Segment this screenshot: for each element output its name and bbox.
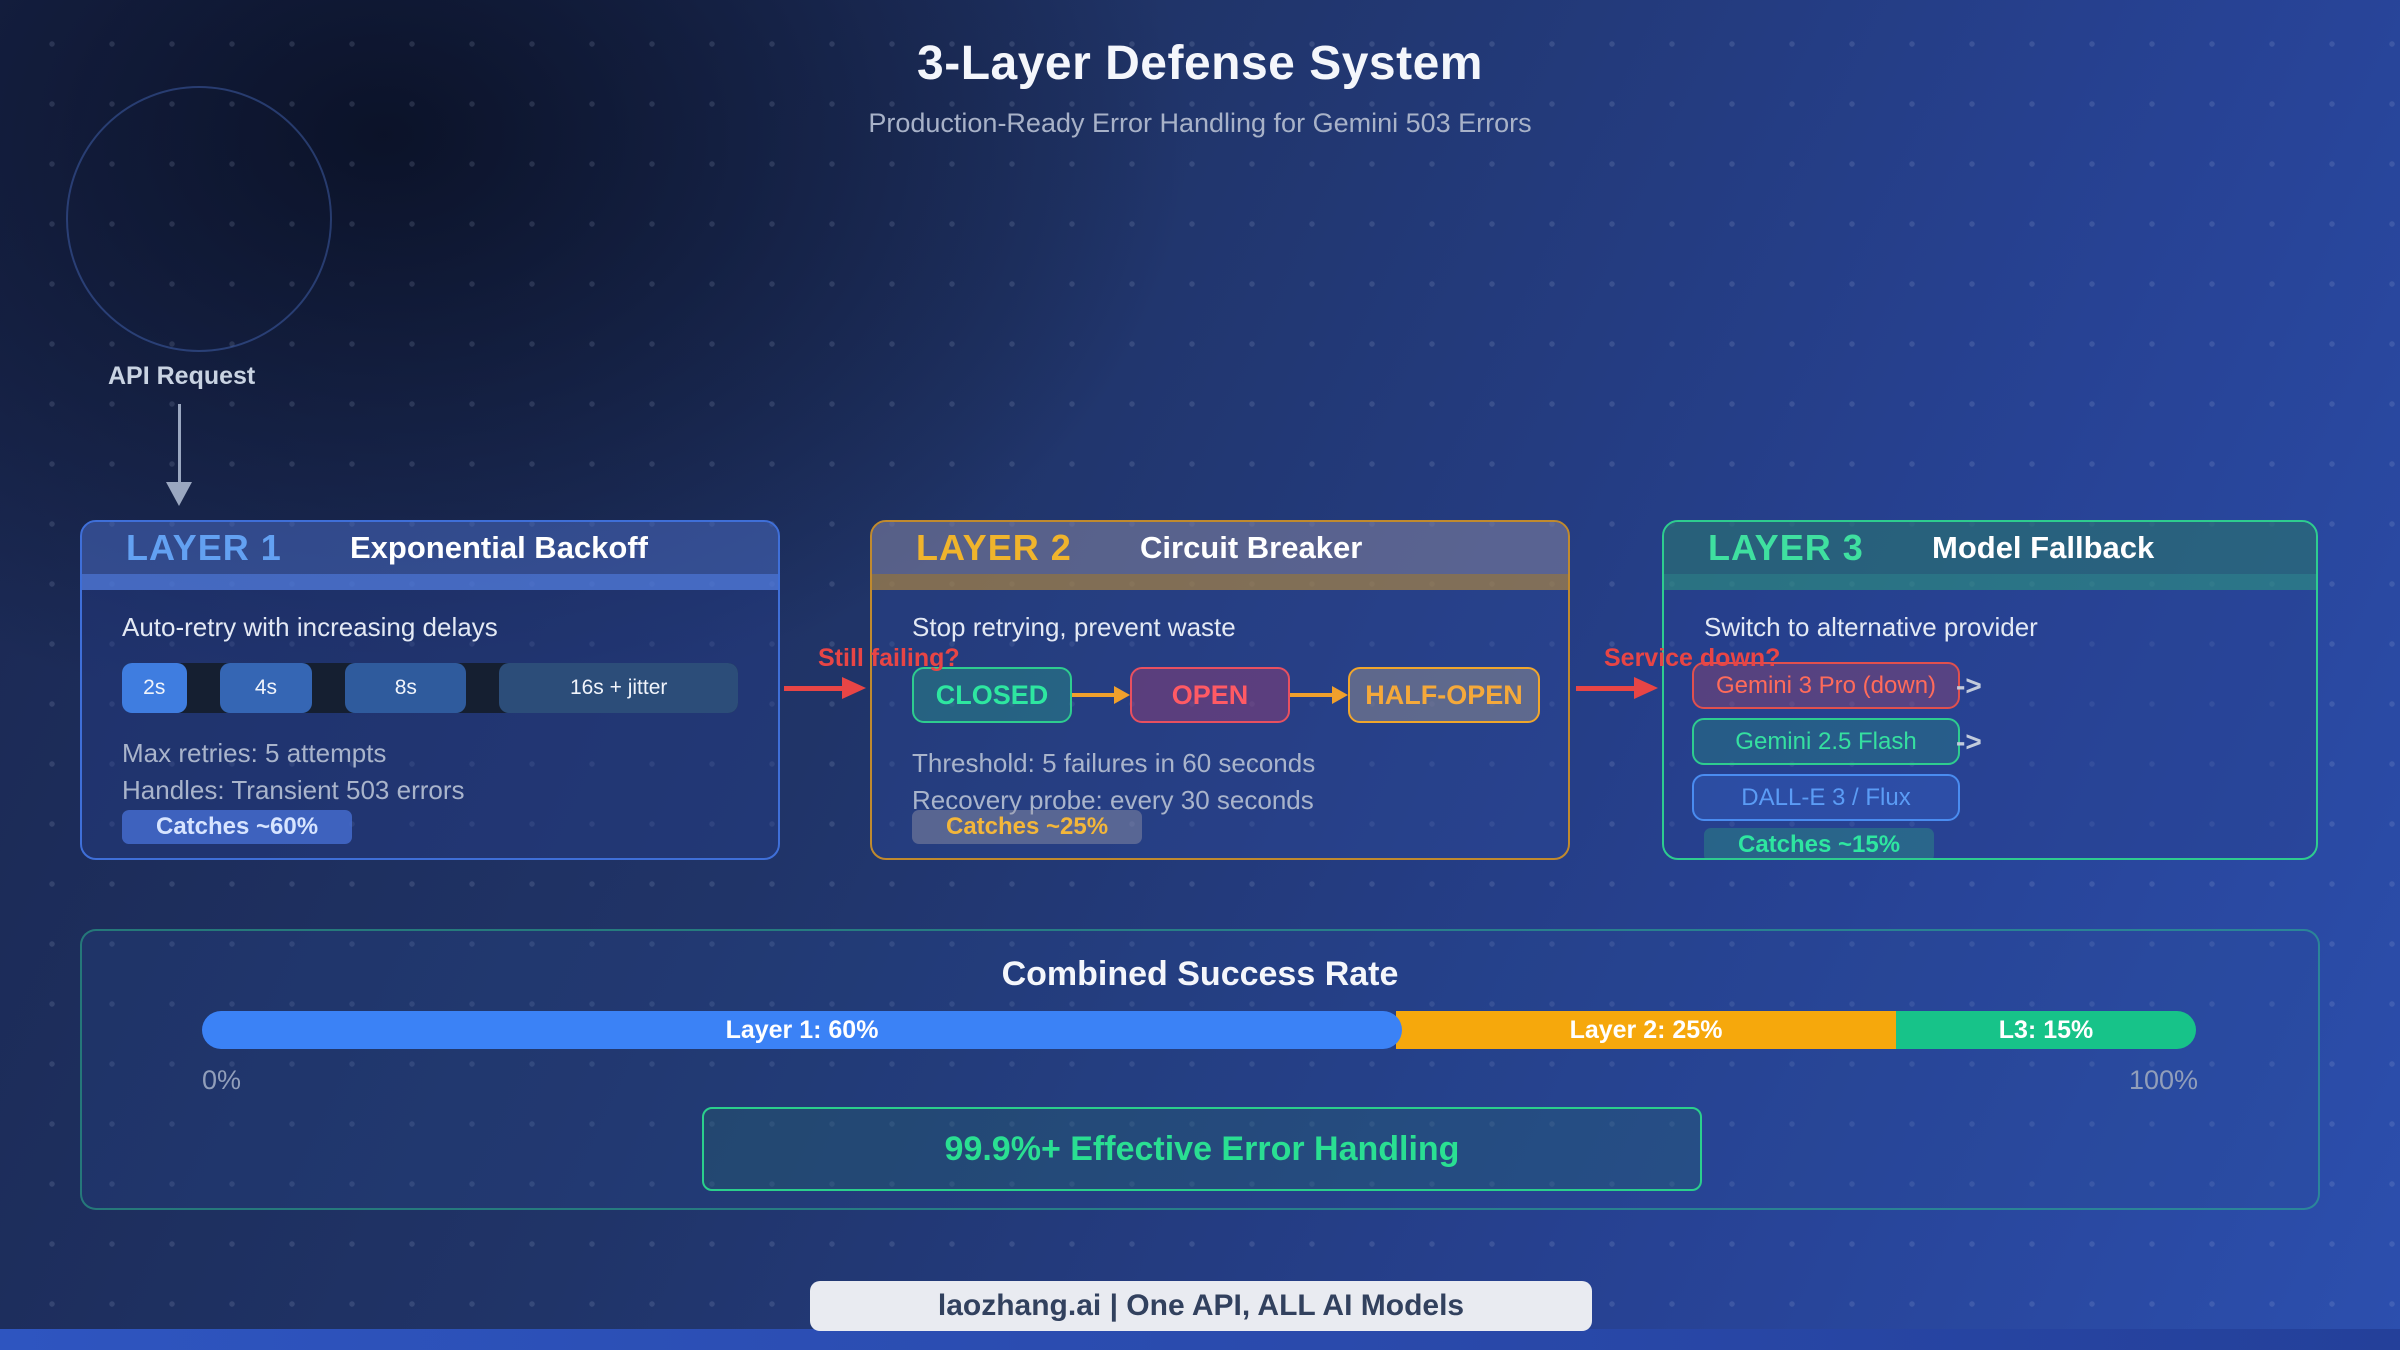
timeline-segment: 4s xyxy=(219,663,313,713)
layer3-description: Switch to alternative provider xyxy=(1704,612,2038,642)
layer1-header: LAYER 1 Exponential Backoff xyxy=(82,522,778,574)
api-request-label: API Request xyxy=(108,362,256,390)
fallback-list: Gemini 3 Pro (down) Gemini 2.5 Flash DAL… xyxy=(1692,662,1960,830)
arrow-head xyxy=(1332,686,1348,704)
fallback-gemini3pro: Gemini 3 Pro (down) xyxy=(1692,662,1960,709)
success-panel-title: Combined Success Rate xyxy=(1001,955,1399,993)
timeline-segment: 2s xyxy=(122,663,187,713)
layer2-details: Threshold: 5 failures in 60 seconds Reco… xyxy=(912,745,1528,819)
layer2-description: Stop retrying, prevent waste xyxy=(912,612,1236,642)
layer1-card: LAYER 1 Exponential Backoff Auto-retry w… xyxy=(80,520,780,860)
arrow-line xyxy=(1072,693,1114,697)
layer3-name: LAYER 3 xyxy=(1708,527,1864,568)
arrow-head xyxy=(842,677,866,699)
arrow-right-icon xyxy=(1290,686,1348,704)
layer2-card: LAYER 2 Circuit Breaker Stop retrying, p… xyxy=(870,520,1570,860)
layer3-accent-strip xyxy=(1664,574,2316,590)
fallback-dalle3-flux: DALL-E 3 / Flux xyxy=(1692,774,1960,821)
detail-line: Threshold: 5 failures in 60 seconds xyxy=(912,748,1316,778)
arrow-line xyxy=(1576,685,1634,691)
success-rate-bar: Layer 1: 60% Layer 2: 25% L3: 15% xyxy=(202,1011,2202,1049)
layer1-details: Max retries: 5 attempts Handles: Transie… xyxy=(122,735,738,809)
layer1-description: Auto-retry with increasing delays xyxy=(122,612,498,642)
state-open: OPEN xyxy=(1130,667,1290,723)
state-closed: CLOSED xyxy=(912,667,1072,723)
fallback-gemini25flash: Gemini 2.5 Flash xyxy=(1692,718,1960,765)
detail-line: Handles: Transient 503 errors xyxy=(122,775,465,805)
timeline-segment: 8s xyxy=(345,663,467,713)
layer3-title: Model Fallback xyxy=(1932,530,2155,565)
layer2-accent-strip xyxy=(872,574,1568,590)
bar-segment-layer1: Layer 1: 60% xyxy=(202,1011,1402,1049)
decorative-circle xyxy=(66,86,332,352)
page-title: 3-Layer Defense System xyxy=(917,37,1483,90)
arrow-right-icon xyxy=(1072,686,1130,704)
brand-footer: laozhang.ai | One API, ALL AI Models xyxy=(810,1281,1592,1331)
detail-line: Recovery probe: every 30 seconds xyxy=(912,785,1314,815)
layer3-card: LAYER 3 Model Fallback Switch to alterna… xyxy=(1662,520,2318,860)
effective-handling-box: 99.9%+ Effective Error Handling xyxy=(702,1107,1702,1191)
service-down-label: Service down? xyxy=(1604,644,1781,672)
backoff-timeline: 2s 4s 8s 16s + jitter xyxy=(122,663,738,713)
timeline-segment: 16s + jitter xyxy=(499,663,738,713)
arrow-line xyxy=(1290,693,1332,697)
api-request-arrow xyxy=(178,404,181,482)
scale-min-label: 0% xyxy=(202,1065,242,1095)
layer2-catch-badge: Catches ~25% xyxy=(912,810,1143,844)
layer1-name: LAYER 1 xyxy=(126,527,282,568)
arrow-down-icon xyxy=(166,482,192,506)
still-failing-label: Still failing? xyxy=(818,644,960,672)
scale-max-label: 100% xyxy=(2128,1065,2198,1095)
arrow-right-icon xyxy=(1576,677,1658,699)
circuit-breaker-states: CLOSED OPEN HALF-OPEN xyxy=(912,667,1540,723)
layer1-accent-strip xyxy=(82,574,778,590)
layer2-title: Circuit Breaker xyxy=(1140,530,1363,565)
detail-line: Max retries: 5 attempts xyxy=(122,738,387,768)
layer1-title: Exponential Backoff xyxy=(350,530,648,565)
layer1-catch-badge: Catches ~60% xyxy=(122,810,353,844)
fallback-arrow-icon: -> xyxy=(1956,726,1982,757)
bottom-accent-strip xyxy=(0,1329,2400,1350)
fallback-arrow-icon: -> xyxy=(1956,670,1982,701)
layer2-header: LAYER 2 Circuit Breaker xyxy=(872,522,1568,574)
arrow-head xyxy=(1114,686,1130,704)
layer3-catch-badge: Catches ~15% xyxy=(1704,828,1935,858)
arrow-head xyxy=(1634,677,1658,699)
bar-segment-layer2: Layer 2: 25% xyxy=(1396,1011,1896,1049)
combined-success-panel: Combined Success Rate Layer 1: 60% Layer… xyxy=(80,929,2320,1210)
layer2-name: LAYER 2 xyxy=(916,527,1072,568)
state-half-open: HALF-OPEN xyxy=(1348,667,1540,723)
bar-segment-layer3: L3: 15% xyxy=(1896,1011,2196,1049)
layer3-header: LAYER 3 Model Fallback xyxy=(1664,522,2316,574)
arrow-right-icon xyxy=(784,677,866,699)
page-subtitle: Production-Ready Error Handling for Gemi… xyxy=(868,108,1532,138)
arrow-line xyxy=(784,685,842,691)
